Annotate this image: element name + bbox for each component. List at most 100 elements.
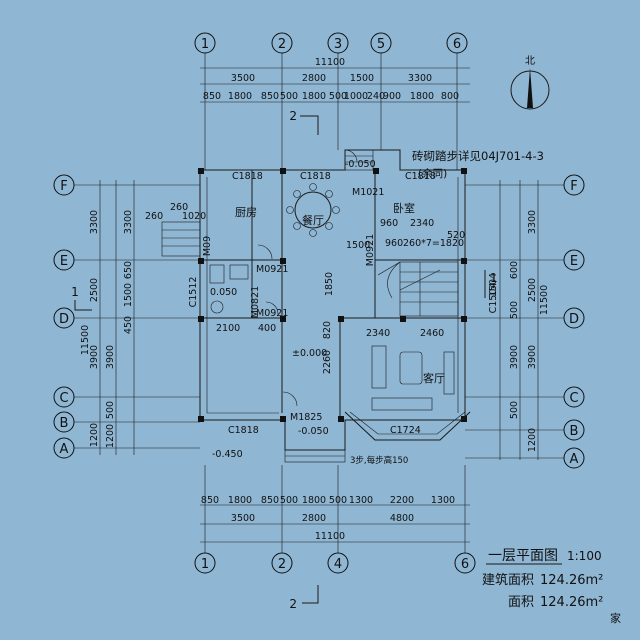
axis-left-F: F: [60, 179, 67, 194]
label-m0921-c: M0921: [365, 234, 376, 266]
building-walls: [161, 149, 471, 463]
label-m1825: M1825: [290, 412, 322, 423]
drawing-scale: 1:100: [567, 549, 602, 563]
dim-left-in-4: 3900: [105, 345, 116, 369]
label-c1512: C1512: [188, 277, 199, 308]
dim-left-in-2: 1500: [123, 283, 134, 307]
dim-right-3900: 3900: [527, 345, 538, 369]
dim-right-1200: 1200: [527, 428, 538, 452]
room-living: 客厅: [423, 371, 445, 385]
dining-table: [286, 183, 340, 237]
dim-bot2-1: 2800: [302, 513, 326, 524]
dim-top2-1: 1800: [228, 91, 252, 102]
dim-right-in-4: 500: [509, 401, 520, 419]
elev-050: -0.050: [345, 159, 376, 170]
axis-right-A: A: [570, 452, 579, 467]
axis-bot-4: 4: [334, 557, 342, 572]
axis-right-C: C: [569, 391, 578, 406]
dim-left-total: 11500: [80, 325, 91, 355]
dim-bot1-7: 2200: [390, 495, 414, 506]
dim-2460: 2460: [420, 328, 444, 339]
dim-top2-10: 800: [441, 91, 459, 102]
axis-right-E: E: [570, 254, 578, 269]
axis-top-2: 2: [278, 37, 286, 52]
dim-520: 520: [447, 230, 465, 241]
dim-top2-8: 900: [383, 91, 401, 102]
dim-400: 400: [258, 323, 276, 334]
stair-note: 砖砌踏步详见04J701-4-3: [412, 149, 544, 163]
dim-960: 960: [380, 218, 398, 229]
dim-top2-5: 500: [329, 91, 347, 102]
side-markers: 1 1: [71, 270, 498, 311]
label-c1818-b: C1818: [300, 171, 331, 182]
dim-left-3300: 3300: [89, 210, 100, 234]
top-dimensions: 11100 3500 2800 1500 3300 850 1800 850 5…: [200, 57, 470, 103]
dim-left-in-0: 3300: [123, 210, 134, 234]
dim-960b: 960: [385, 238, 403, 249]
room-dining: 餐厅: [302, 213, 324, 227]
axis-left-A: A: [60, 442, 69, 457]
label-c1504: C1504: [488, 283, 499, 314]
living-furniture: [371, 345, 455, 411]
right-axis-bubbles: F E D C B A: [465, 174, 585, 469]
dim-bot1-1: 1800: [228, 495, 252, 506]
label-m0921-b: M0921: [256, 308, 288, 319]
dim-bot2-0: 3500: [231, 513, 255, 524]
axis-bot-2: 2: [278, 557, 286, 572]
elev-050b: -0.050: [298, 426, 329, 437]
dim-2100: 2100: [216, 323, 240, 334]
dim-right-total: 11500: [539, 285, 550, 315]
dim-bot-total: 11100: [315, 531, 345, 542]
dim-top2-4: 1800: [302, 91, 326, 102]
dim-2340b: 2340: [366, 328, 390, 339]
bathroom-fixtures: [209, 149, 358, 407]
axis-left-B: B: [60, 416, 69, 431]
north-label: 北: [525, 55, 535, 67]
dim-bot1-0: 850: [201, 495, 219, 506]
section-marker-top-label: 2: [289, 109, 297, 123]
bath-elev: 0.050: [210, 287, 237, 298]
axis-top-3: 3: [334, 37, 342, 52]
dim-right-in-2: 500: [509, 301, 520, 319]
left-axis-bubbles: F E D C B A: [53, 174, 200, 459]
dim-top-1500: 1500: [350, 73, 374, 84]
dim-top-2800: 2800: [302, 73, 326, 84]
corner-watermark: 家: [610, 611, 621, 625]
elev-450: -0.450: [212, 449, 243, 460]
dim-bot1-8: 1300: [431, 495, 455, 506]
dim-right-in-3: 3900: [509, 345, 520, 369]
axis-right-D: D: [569, 312, 579, 327]
bottom-dimensions: 850 1800 850 500 1800 500 1300 2200 1300…: [200, 495, 470, 543]
dim-top2-2: 850: [261, 91, 279, 102]
axis-left-D: D: [59, 312, 69, 327]
dim-1020: 1020: [182, 211, 206, 222]
dim-1500: 1500: [346, 240, 370, 251]
side-marker-left-label: 1: [71, 285, 79, 299]
dim-820: 820: [322, 321, 333, 339]
label-c1818-c: C1818: [405, 171, 436, 182]
dim-left-in-6: 1200: [105, 424, 116, 448]
section-marker-top: 2: [289, 109, 319, 135]
dim-260x7: 260*7=1820: [403, 238, 464, 249]
label-c1818-d: C1818: [228, 425, 259, 436]
drawing-title: 一层平面图: [488, 548, 558, 564]
dim-left-1200: 1200: [89, 423, 100, 447]
elev-000: ±0.000: [292, 348, 327, 359]
left-dimensions: 3300 2500 3900 1200 11500 3300 650 1500 …: [80, 180, 135, 455]
axis-right-F: F: [570, 179, 577, 194]
label-m0821: M0821: [250, 286, 261, 318]
north-arrow: 北: [510, 55, 550, 110]
dim-top2-9: 1800: [410, 91, 434, 102]
axis-top-5: 5: [377, 37, 385, 52]
side-marker-right-label: 1: [490, 271, 498, 285]
axis-right-B: B: [570, 424, 579, 439]
dim-1850: 1850: [324, 272, 335, 296]
dim-right-in-0: 600: [509, 261, 520, 279]
dim-left-in-5: 500: [105, 401, 116, 419]
dim-right-2500: 2500: [527, 278, 538, 302]
axis-left-C: C: [59, 391, 68, 406]
dim-top-3500: 3500: [231, 73, 255, 84]
dim-left-2500: 2500: [89, 278, 100, 302]
dim-bot1-4: 1800: [302, 495, 326, 506]
